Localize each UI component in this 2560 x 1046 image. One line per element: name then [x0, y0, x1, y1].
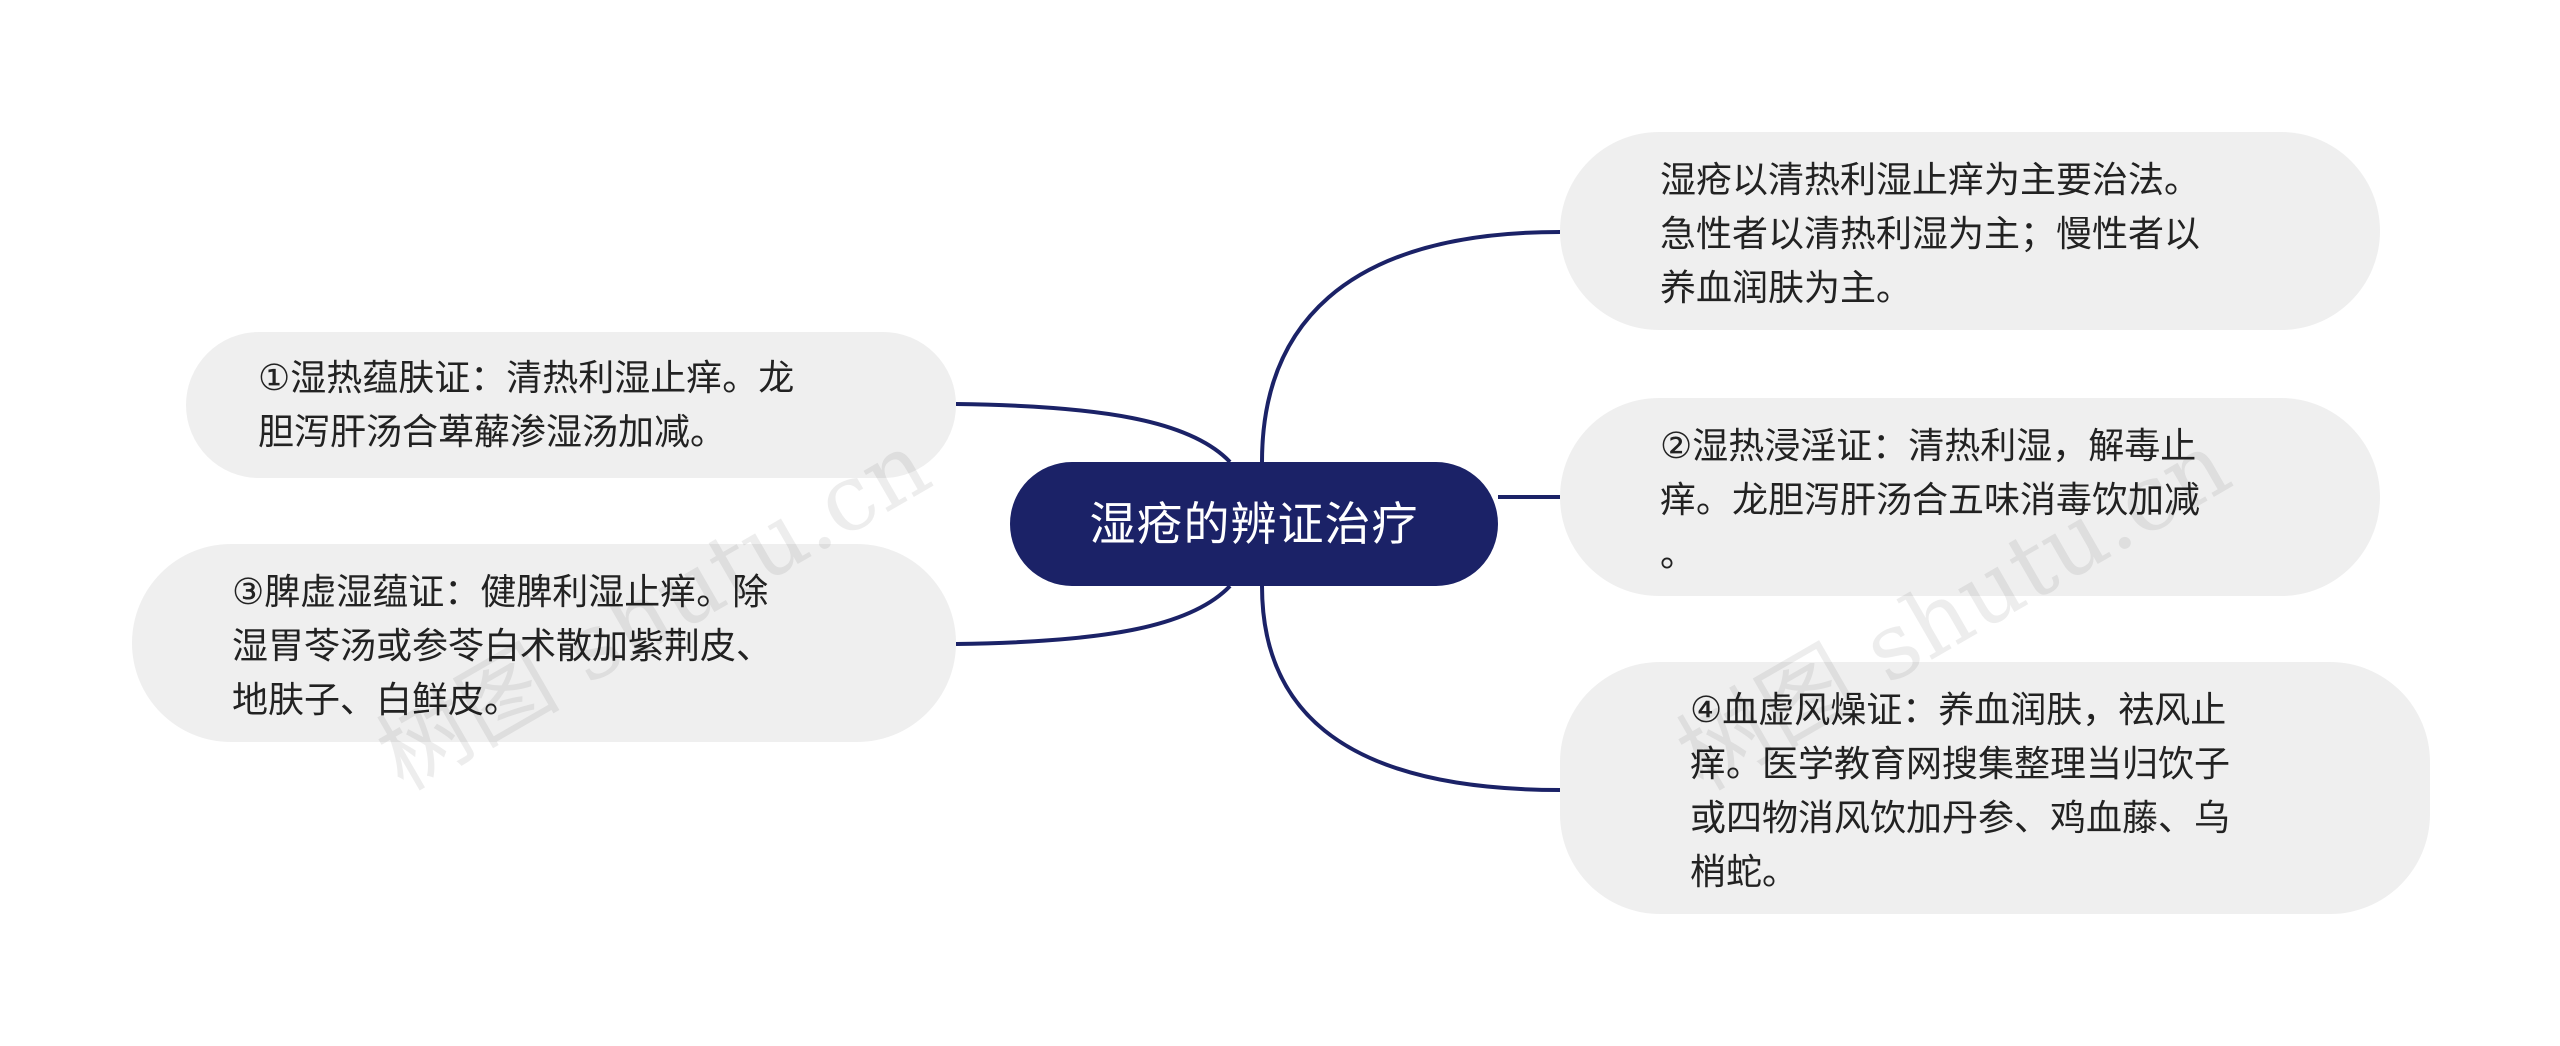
branch-node-spleen-deficiency-dampness[interactable]: ③脾虚湿蕴证：健脾利湿止痒。除 湿胃苓汤或参苓白术散加紫荆皮、 地肤子、白鲜皮。	[132, 544, 956, 742]
connector-l1	[955, 402, 1232, 464]
branch-node-blood-deficiency-wind-dryness[interactable]: ④血虚风燥证：养血润肤，祛风止 痒。医学教育网搜集整理当归饮子 或四物消风饮加丹…	[1560, 662, 2430, 914]
branch-node-treatment-principle[interactable]: 湿疮以清热利湿止痒为主要治法。 急性者以清热利湿为主；慢性者以 养血润肤为主。	[1560, 132, 2380, 330]
connector-r3	[1260, 585, 1561, 792]
connector-l2	[955, 584, 1232, 646]
branch-node-damp-heat-skin[interactable]: ①湿热蕴肤证：清热利湿止痒。龙 胆泻肝汤合萆薢渗湿汤加减。	[186, 332, 956, 478]
central-topic[interactable]: 湿疮的辨证治疗	[1010, 462, 1498, 586]
branch-node-damp-heat-immersion[interactable]: ②湿热浸淫证：清热利湿，解毒止 痒。龙胆泻肝汤合五味消毒饮加减 。	[1560, 398, 2380, 596]
connector-r1	[1260, 230, 1561, 463]
